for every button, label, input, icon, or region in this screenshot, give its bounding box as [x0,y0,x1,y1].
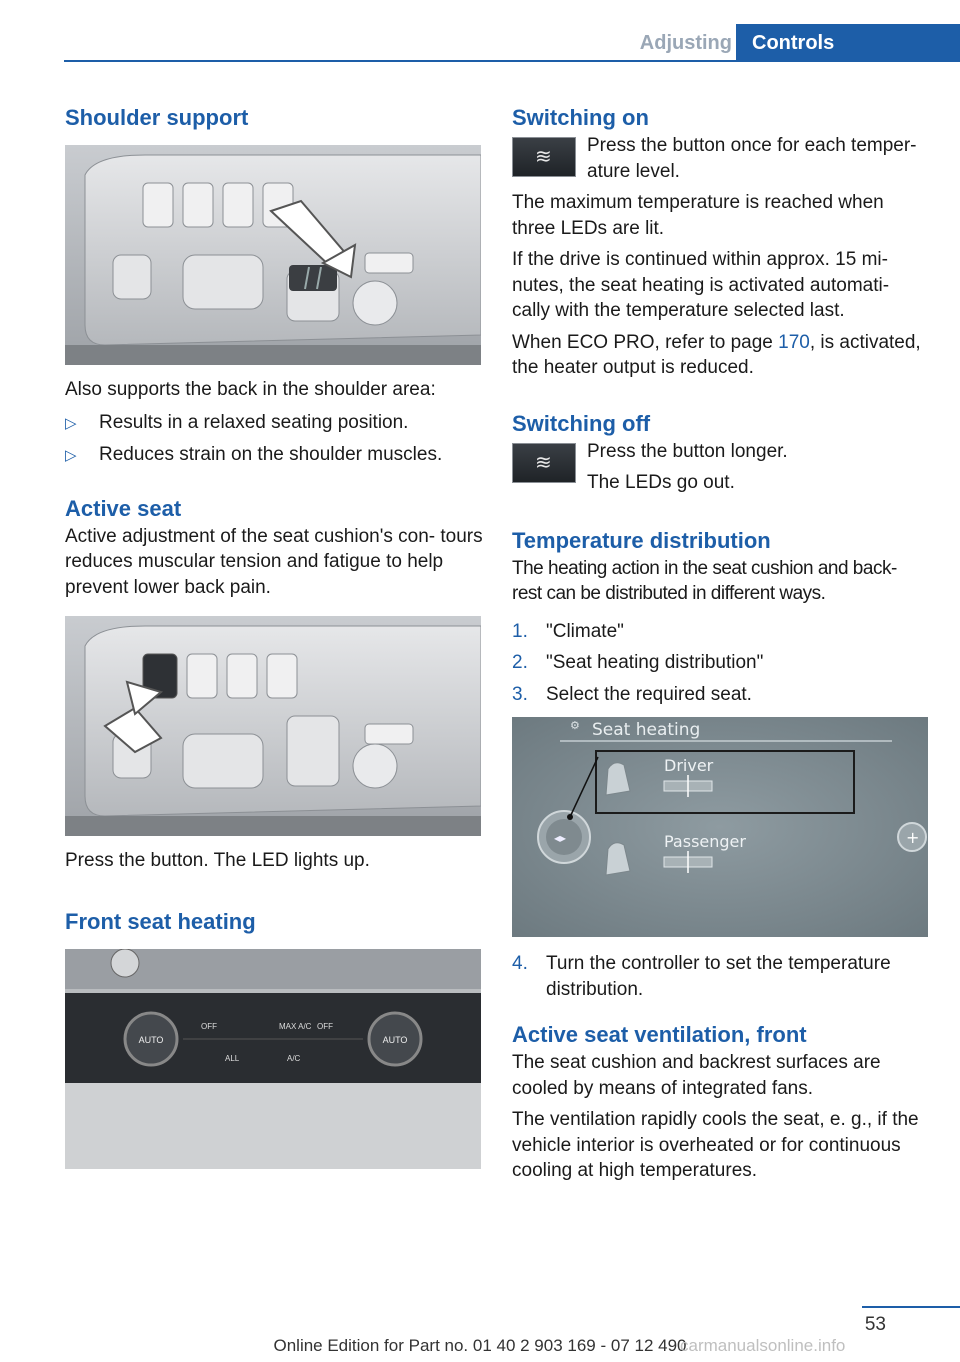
temperature-distribution-text: The heating action in the seat cushion a… [512,557,897,605]
step4-list: 4. Turn the controller to set the tempera… [512,951,930,1002]
ventilation-text-1: The seat cushion and backrest surfaces a… [512,1052,881,1099]
bullet-text: Reduces strain on the shoulder muscles. [99,444,443,465]
chapter-tab-controls: Controls [736,24,960,62]
seat-heating-screen: ⚙ Seat heating Driver Passenger ◂▸ + [512,717,928,937]
driver-label: Driver [664,756,714,775]
active-seat-text: Active adjustment of the seat cushion's … [65,525,483,598]
switching-off-text: Press the button longer. [587,440,788,462]
left-column: Shoulder support [65,100,483,1169]
switching-on-heading: Switching on [512,105,649,130]
header-rule [64,60,960,62]
bullet-text: Results in a relaxed seating position. [99,411,409,433]
list-item: 2. "Seat heating distribution" [512,650,930,676]
eco-pro-text-end: , is activated, the heater output is red… [512,331,921,379]
reactivation-text: If the drive is continued within approx.… [512,249,890,321]
footer-edition: Online Edition for Part no. 01 40 2 903 … [273,1336,687,1355]
climate-label: OFF [201,1022,217,1031]
climate-label: MAX A/C [279,1022,312,1031]
climate-label: AUTO [383,1035,408,1045]
seat-heating-button-icon: ≋ [512,442,576,483]
eco-pro-text-start: When ECO PRO, refer to page [512,331,779,353]
right-column: Switching on ≋ Press the button once for… [512,100,930,1184]
bullet-triangle-icon: ▷ [65,447,77,464]
climate-panel-photo: AUTO AUTO OFF MAX A/C OFF ALL A/C [65,948,481,1169]
watermark: carmanualsonline.info [680,1336,846,1355]
climate-label: A/C [287,1054,301,1063]
shoulder-support-photo [65,145,481,365]
list-item: ▷ Results in a relaxed seating position. [65,410,483,437]
climate-label: ALL [225,1054,240,1063]
front-seat-heating-heading: Front seat heating [65,908,256,934]
step-text: "Climate" [546,620,624,642]
footer-rule [862,1306,960,1308]
gear-icon: ⚙ [570,719,580,732]
plus-icon: + [906,828,919,847]
seat-heating-button-icon: ≋ [512,137,576,177]
switching-off-row: ≋ Press the button longer. The LEDs go o… [512,439,930,496]
page-number: 53 [864,1314,886,1335]
temperature-distribution-heading: Temperature distribution [512,527,771,553]
step-number: 1. [512,620,528,642]
switching-off-heading: Switching off [512,410,651,436]
active-seat-caption: Press the button. The LED lights up. [65,850,370,871]
page-link[interactable]: 170 [778,331,810,353]
section-tab-adjusting: Adjusting [639,32,732,54]
step-text: "Seat heating distribution" [546,652,764,673]
eco-pro-text: When ECO PRO, refer to page 170, is acti… [512,330,930,381]
list-item: 1. "Climate" [512,619,930,645]
screen-title: Seat heating [592,720,700,740]
active-seat-photo [65,616,481,836]
step-text: Select the required seat. [546,683,752,705]
bullet-triangle-icon: ▷ [65,414,77,432]
max-temp-text: The maximum temperature is reached when … [512,192,884,239]
shoulder-support-text: Also supports the back in the shoulder a… [65,379,436,400]
list-item: ▷ Reduces strain on the shoulder muscles… [65,442,483,469]
passenger-label: Passenger [664,832,746,851]
list-item: 3. Select the required seat. [512,682,930,708]
active-seat-heading: Active seat [65,495,182,521]
steps-list: 1. "Climate" 2. "Seat heating distribution… [512,619,930,708]
active-seat-ventilation-heading: Active seat ventilation, front [512,1022,807,1047]
list-item: 4. Turn the controller to set the tempera… [512,951,930,1002]
ventilation-text-2: The ventilation rapidly cools the seat, … [512,1109,919,1181]
switching-on-text: Press the button once for each temper- a… [587,135,917,182]
step-number: 4. [512,953,528,974]
shoulder-bullet-list: ▷ Results in a relaxed seating position.… [65,410,483,469]
leds-off-text: The LEDs go out. [587,472,735,493]
step-text: Turn the controller to set the temperatu… [546,953,891,1000]
controller-icon: ◂▸ [554,831,566,845]
climate-label: OFF [317,1022,333,1031]
step-number: 3. [512,683,528,705]
shoulder-support-heading: Shoulder support [65,105,249,130]
climate-label: AUTO [139,1035,164,1045]
switching-on-row: ≋ Press the button once for each temper-… [512,133,930,184]
step-number: 2. [512,652,528,673]
